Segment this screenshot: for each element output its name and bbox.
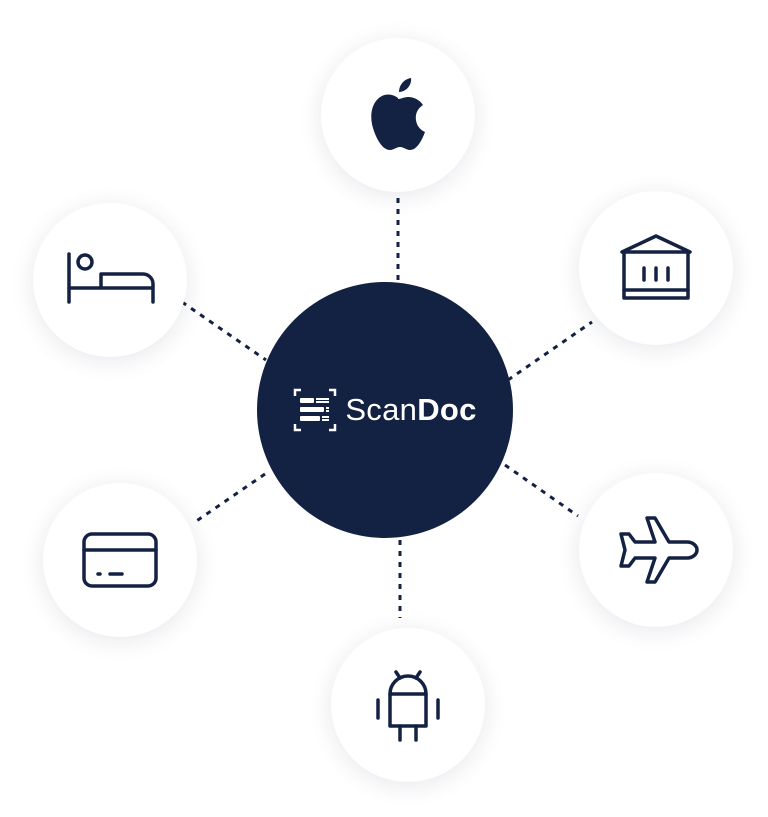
node-apple xyxy=(321,38,475,192)
brand-name-bold: Doc xyxy=(417,392,477,427)
bed-icon xyxy=(67,252,155,304)
connector-card xyxy=(194,472,266,524)
node-credit-card xyxy=(43,483,197,637)
apple-icon xyxy=(371,78,425,150)
airplane-icon xyxy=(619,516,699,584)
brand-name: ScanDoc xyxy=(345,392,476,428)
android-icon xyxy=(376,670,440,742)
node-bed xyxy=(33,203,187,357)
node-airplane xyxy=(579,473,733,627)
node-bank xyxy=(579,191,733,345)
bank-icon xyxy=(620,234,692,300)
scandoc-logo-icon xyxy=(294,388,337,432)
scandoc-hub: ScanDoc xyxy=(257,282,513,538)
credit-card-icon xyxy=(82,532,158,588)
node-android xyxy=(331,628,485,782)
connector-airplane xyxy=(504,463,579,518)
connector-bed xyxy=(181,300,267,362)
connector-bank xyxy=(507,320,593,382)
brand-name-light: Scan xyxy=(345,392,418,427)
